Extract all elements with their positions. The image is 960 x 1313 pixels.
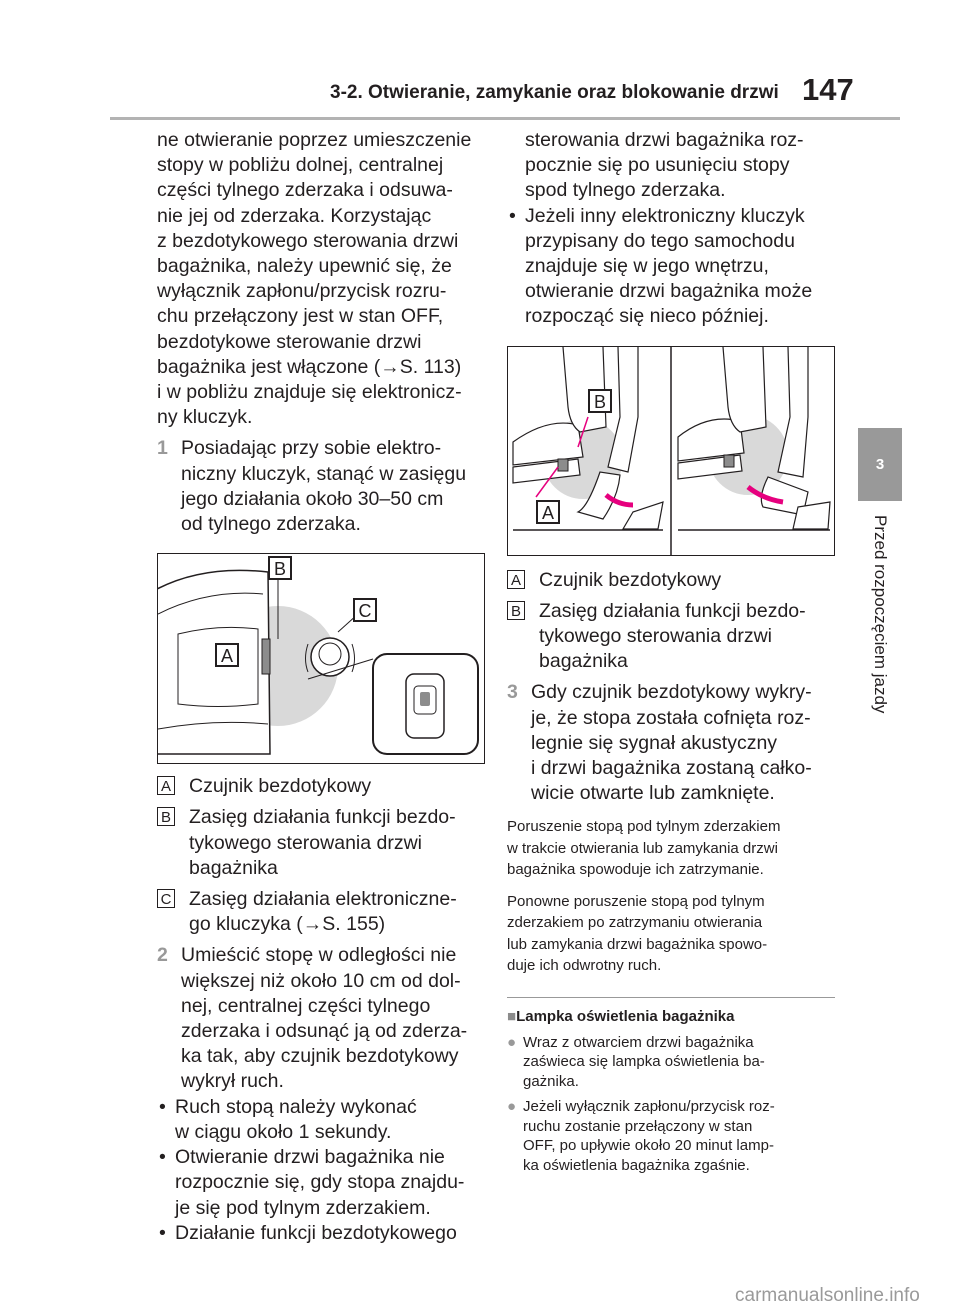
- section-divider: [507, 996, 835, 998]
- foot-gesture-figure: B A: [507, 345, 835, 556]
- chapter-title: Przed rozpoczęciem jazdy: [871, 515, 890, 714]
- circle-bullet-icon: ●: [507, 1033, 517, 1051]
- legend-item-b: B Zasięg działania funkcji bezdo-tykoweg…: [157, 805, 485, 881]
- step-number: 3: [507, 681, 518, 704]
- page-header: 3-2. Otwieranie, zamykanie oraz blokowan…: [0, 0, 960, 120]
- legend-item-a: A Czujnik bezdotykowy: [507, 568, 835, 593]
- chapter-tab[interactable]: 3: [858, 428, 902, 501]
- circle-bullet-icon: ●: [507, 1098, 517, 1116]
- legend-key: B: [507, 600, 525, 620]
- bullet-item: •Działanie funkcji bezdotykowego: [159, 1221, 457, 1244]
- legend-item-c: C Zasięg działania elektroniczne-go kluc…: [157, 887, 485, 937]
- figure-label-a: A: [215, 643, 239, 668]
- legend-key: C: [157, 889, 175, 909]
- figure-label-a: A: [536, 499, 560, 524]
- right-column: sterowania drzwi bagażnika roz-pocznie s…: [507, 128, 835, 1175]
- figure-label-c: C: [353, 598, 377, 623]
- legend-key: B: [157, 807, 175, 827]
- header-rule: [110, 117, 900, 120]
- subsection-heading: ■Lampka oświetlenia bagażnika: [507, 1007, 735, 1025]
- section-title: 3-2. Otwieranie, zamykanie oraz blokowan…: [330, 82, 779, 103]
- step-number: 1: [157, 437, 168, 460]
- watermark: carmanualsonline.info: [735, 1285, 920, 1306]
- figure-label-b: B: [588, 388, 612, 413]
- step-1: 1 Posiadając przy sobie elektro-niczny k…: [157, 437, 467, 536]
- page-number: 147: [802, 72, 854, 107]
- step-number: 2: [157, 944, 168, 967]
- legend-item-b: B Zasięg działania funkcji bezdo-tykoweg…: [507, 599, 835, 675]
- foot-gesture-illustration: [512, 346, 831, 555]
- circle-bullet-item: ● Jeżeli wyłącznik zapłonu/przycisk roz-…: [507, 1098, 775, 1174]
- step-3: 3 Gdy czujnik bezdotykowy wykry-je, że s…: [507, 681, 812, 805]
- car-rear-illustration: [158, 569, 479, 756]
- figure-label-b: B: [268, 556, 292, 581]
- legend-item-a: A Czujnik bezdotykowy: [157, 774, 485, 799]
- legend-key: A: [157, 776, 175, 796]
- continued-paragraph: sterowania drzwi bagażnika roz-pocznie s…: [525, 129, 804, 202]
- legend-key: A: [507, 569, 525, 589]
- sensor-range-figure: B C A: [157, 553, 485, 765]
